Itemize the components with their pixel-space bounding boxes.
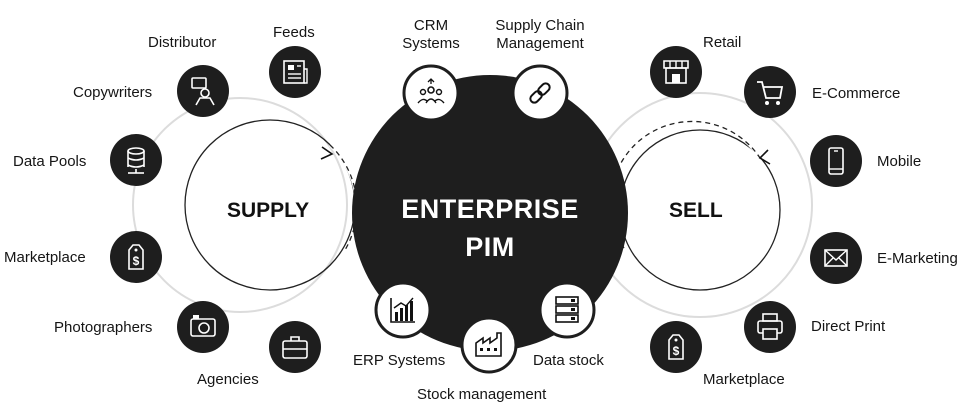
label-supply-marketplace: Marketplace bbox=[4, 249, 86, 266]
database-icon[interactable] bbox=[110, 134, 162, 186]
briefcase-icon[interactable] bbox=[269, 321, 321, 373]
label-supply-chain: Supply Chain Management bbox=[495, 17, 585, 52]
label-e-marketing: E-Marketing bbox=[877, 250, 958, 267]
bar-chart-icon[interactable] bbox=[374, 281, 432, 339]
cart-icon[interactable] bbox=[744, 66, 796, 118]
newspaper-icon[interactable] bbox=[269, 46, 321, 98]
label-feeds: Feeds bbox=[273, 24, 315, 41]
envelope-icon[interactable] bbox=[810, 232, 862, 284]
link-icon[interactable] bbox=[511, 64, 569, 122]
label-copywriters: Copywriters bbox=[73, 84, 153, 101]
supply-outer-ring bbox=[132, 97, 348, 313]
supply-cycle-arrow bbox=[320, 146, 334, 160]
label-retail: Retail bbox=[703, 34, 742, 51]
label-direct-print: Direct Print bbox=[811, 318, 886, 335]
label-distributor: Distributor bbox=[148, 34, 217, 51]
distributor-icon[interactable] bbox=[177, 65, 229, 117]
price-tag-icon[interactable]: $ bbox=[110, 231, 162, 283]
sell-cycle-arrow bbox=[758, 149, 771, 165]
factory-icon[interactable] bbox=[460, 316, 518, 374]
svg-text:$: $ bbox=[133, 254, 140, 268]
label-e-commerce: E-Commerce bbox=[812, 85, 901, 102]
label-stock-management: Stock management bbox=[417, 386, 547, 403]
center-title-line1: ENTERPRISE bbox=[401, 194, 579, 224]
center-title: ENTERPRISE PIM bbox=[348, 190, 632, 266]
mobile-icon[interactable] bbox=[810, 135, 862, 187]
sell-title: SELL bbox=[669, 199, 723, 222]
price-tag-icon[interactable]: $ bbox=[650, 321, 702, 373]
label-erp-systems: ERP Systems bbox=[353, 352, 446, 369]
printer-icon[interactable] bbox=[744, 301, 796, 353]
supply-title: SUPPLY bbox=[227, 199, 310, 222]
label-mobile: Mobile bbox=[877, 153, 922, 170]
center-title-line2: PIM bbox=[465, 232, 515, 262]
camera-icon[interactable] bbox=[177, 301, 229, 353]
enterprise-pim-circle bbox=[352, 75, 628, 351]
label-crm-systems: CRM Systems bbox=[402, 17, 460, 52]
label-sell-marketplace: Marketplace bbox=[703, 371, 785, 388]
server-icon[interactable] bbox=[538, 281, 596, 339]
label-agencies: Agencies bbox=[197, 371, 259, 388]
label-photographers: Photographers bbox=[54, 319, 153, 336]
team-icon[interactable] bbox=[402, 64, 460, 122]
label-data-pools: Data Pools bbox=[13, 153, 87, 170]
sell-cycle-dashed bbox=[609, 119, 762, 249]
svg-text:$: $ bbox=[673, 344, 680, 358]
store-icon[interactable] bbox=[650, 46, 702, 98]
label-data-stock: Data stock bbox=[533, 352, 604, 369]
